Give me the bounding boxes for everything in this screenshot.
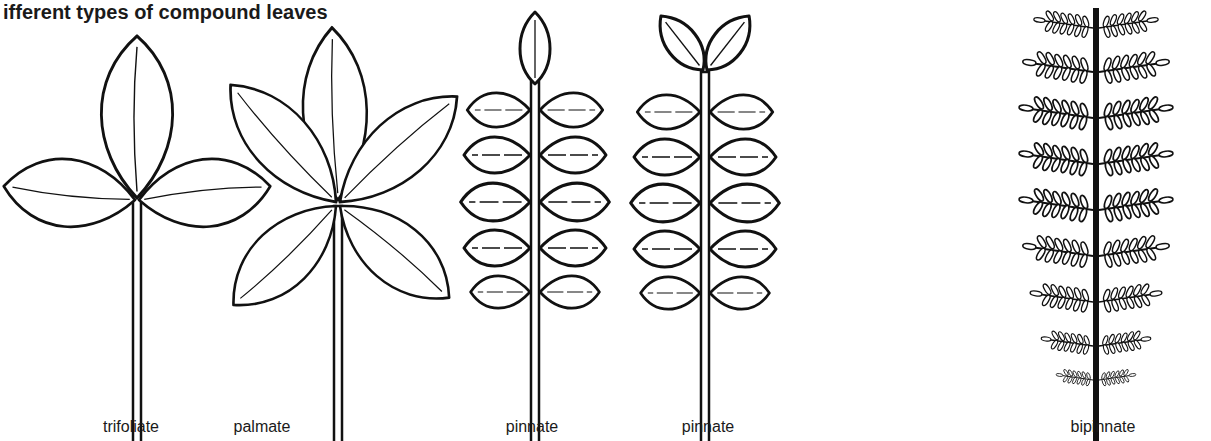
leaf-type-label: pinnate: [682, 418, 735, 436]
leaf-type-label: trifoliate: [103, 418, 159, 436]
palmate-leaf: [208, 26, 477, 441]
diagram-title: ifferent types of compound leaves: [3, 1, 328, 23]
leaf-type-label: bipinnate: [1071, 418, 1136, 436]
pinnate-leaf: [631, 6, 780, 441]
bipinnate-leaf: [1019, 8, 1174, 441]
pinnate-leaf: [461, 12, 610, 441]
leaf-type-label: palmate: [234, 418, 291, 436]
leaf-type-label: pinnate: [506, 418, 559, 436]
